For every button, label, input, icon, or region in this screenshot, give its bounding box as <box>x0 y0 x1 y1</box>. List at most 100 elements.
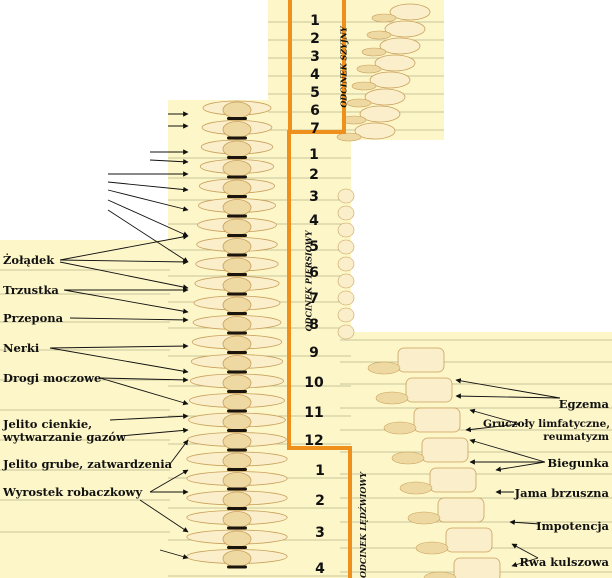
spinal-disc <box>227 331 247 335</box>
arrow-line <box>469 408 521 425</box>
lumbar-process <box>423 571 457 578</box>
label-sciatica: Rwa kulszowa <box>519 555 609 569</box>
label-appendix: Wyrostek robaczkowy <box>3 485 143 499</box>
cervical-vertebra <box>384 20 426 38</box>
vertebra-body <box>222 413 252 431</box>
vertebra-number-thoracic: 1 <box>309 147 319 163</box>
lumbar-process <box>375 391 409 405</box>
vertebra-body <box>222 140 252 158</box>
vertebra-number-cervical: 6 <box>310 103 320 119</box>
label-impotence: Impotencja <box>536 519 609 533</box>
cervical-vertebra <box>389 3 431 21</box>
lumbar-vertebra <box>421 437 469 463</box>
vertebra-body <box>222 394 252 411</box>
cervical-process <box>356 64 382 74</box>
spinal-disc <box>227 487 247 491</box>
label-lymph-1: Gruczoły limfatyczne, <box>483 418 610 430</box>
arrow-line <box>59 259 189 265</box>
arrow-line <box>109 413 189 421</box>
vertebra-number-thoracic: 9 <box>309 345 319 361</box>
label-eczema: Egzema <box>558 397 609 411</box>
arrow-line <box>107 189 189 212</box>
lumbar-vertebra <box>429 467 477 493</box>
label-large-intestine: Jelito grube, zatwardzenia <box>3 457 173 471</box>
label-abdominal-cavity: Jama brzuszna <box>514 486 609 500</box>
lumbar-vertebra <box>405 377 453 403</box>
thoracic-side-vertebra <box>337 324 355 340</box>
vertebra-body <box>222 491 252 509</box>
vertebra-body <box>222 121 252 138</box>
arrow-line <box>511 543 539 559</box>
arrow-line <box>169 439 189 465</box>
arrow-line <box>59 261 189 290</box>
spinal-disc <box>227 156 247 159</box>
vertebra-body <box>222 530 252 548</box>
left-label-panel <box>0 240 170 578</box>
vertebra-body <box>222 160 252 177</box>
lumbar-vertebra <box>413 407 461 433</box>
section-label-cervical: ODCINEK SZYJNY <box>338 26 349 108</box>
vertebra-number-thoracic: 4 <box>309 213 319 229</box>
vertebrae-illustration <box>186 3 501 578</box>
spinal-disc <box>227 273 247 276</box>
cervical-process <box>346 98 372 108</box>
orange-frame-line <box>287 0 352 578</box>
thoracic-side-vertebra <box>337 205 355 221</box>
label-small-intestine-1: Jelito cienkie, <box>3 417 93 431</box>
vertebra-body <box>222 355 252 372</box>
vertebra-number-cervical: 1 <box>310 13 320 29</box>
lumbar-process <box>383 421 417 435</box>
lumbar-process <box>415 541 449 555</box>
lumbar-vertebra <box>437 497 485 523</box>
vertebra-number-lumbar: 2 <box>315 493 325 509</box>
arrow-line <box>107 199 189 237</box>
vertebra-number-thoracic: 10 <box>304 375 324 391</box>
spinal-disc <box>227 175 247 179</box>
vertebra-number-thoracic: 7 <box>309 291 319 307</box>
spinal-disc <box>227 351 247 354</box>
cervical-vertebra <box>369 71 411 89</box>
vertebra-number-thoracic: 2 <box>309 167 319 183</box>
vertebra-body <box>222 199 252 216</box>
vertebra-body <box>222 257 252 275</box>
vertebra-number-cervical: 2 <box>310 31 320 47</box>
spinal-disc <box>227 565 247 569</box>
vertebra-number-lumbar: 4 <box>315 561 325 577</box>
spinal-disc <box>227 195 247 198</box>
label-stomach: Żołądek <box>3 253 55 267</box>
spinal-disc <box>227 292 247 296</box>
vertebra-body <box>222 550 252 567</box>
arrow-line <box>455 393 561 399</box>
spinal-disc <box>227 234 247 237</box>
arrow-line <box>49 343 189 349</box>
arrow-line <box>107 209 189 263</box>
spinal-disc <box>227 526 247 530</box>
cervical-process <box>336 132 362 142</box>
thoracic-side-vertebra <box>337 239 355 255</box>
cervical-vertebra <box>364 88 406 106</box>
orange-frame-line-right <box>289 0 346 134</box>
cervical-vertebra <box>359 105 401 123</box>
spinal-disc <box>227 214 247 218</box>
lumbar-vertebra <box>453 557 501 578</box>
arrow-line <box>139 499 189 533</box>
vertebra-number-thoracic: 5 <box>309 239 319 255</box>
arrow-line <box>99 377 189 406</box>
vertebra-number-lumbar: 1 <box>315 463 325 479</box>
thoracic-side-vertebra <box>337 307 355 323</box>
cervical-process <box>371 13 397 23</box>
orange-section-frame <box>287 0 352 578</box>
arrow-line <box>149 469 189 493</box>
cervical-vertebra <box>354 122 396 140</box>
spinal-disc <box>227 507 247 510</box>
vertebra-body <box>222 433 252 450</box>
thoracic-side-vertebra <box>337 188 355 204</box>
arrow-line <box>59 234 189 261</box>
label-lymph-2: reumatyzm <box>543 431 609 443</box>
vertebra-number-cervical: 7 <box>310 121 320 137</box>
spinal-disc <box>227 390 247 393</box>
arrow-line <box>509 519 541 526</box>
lumbar-process <box>407 511 441 525</box>
vertebra-body <box>222 472 252 489</box>
thoracic-side-vertebra <box>337 290 355 306</box>
